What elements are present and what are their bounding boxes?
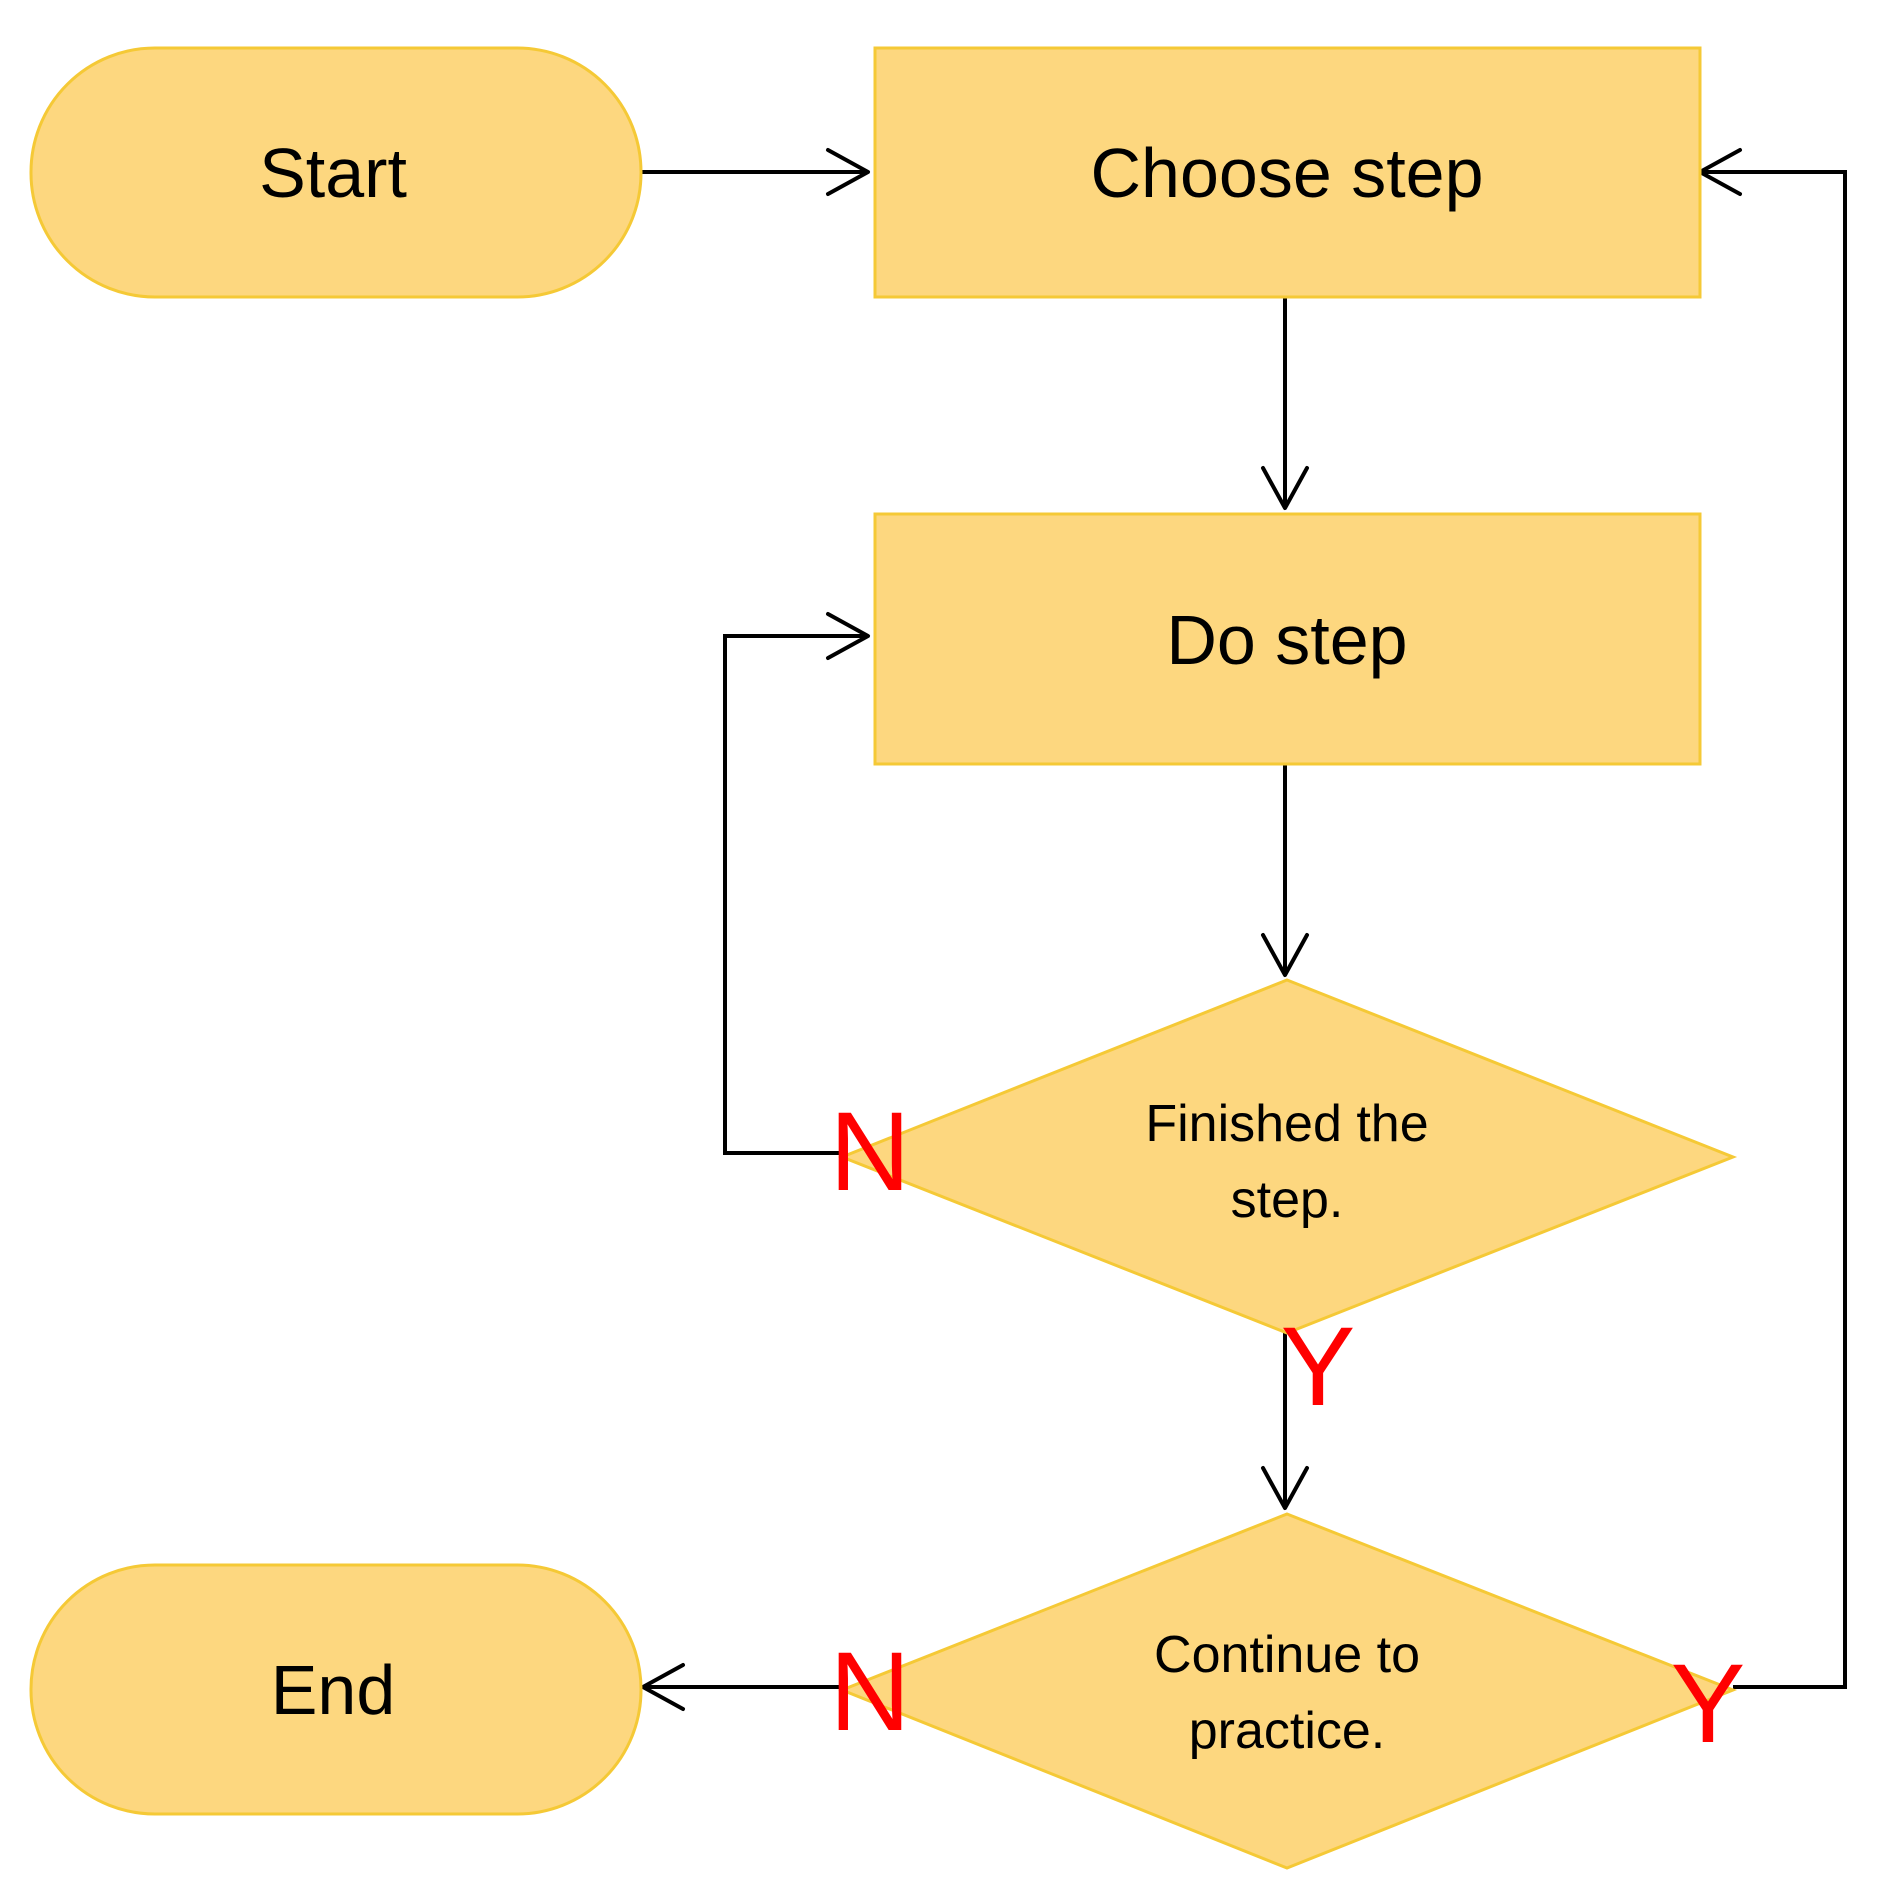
do-step-label: Do step [1166,601,1407,679]
connector-finished-no-loop [723,634,868,1155]
finished-decision-line1: Finished the [1145,1095,1428,1153]
start-label: Start [259,134,407,212]
finished-decision-line2: step. [1231,1171,1344,1229]
end-label: End [271,1651,396,1729]
do-step-node: Do step [873,512,1702,766]
finished-yes-label: Y [1281,1304,1356,1429]
start-node: Start [29,46,643,299]
arrowhead-end [641,1663,685,1711]
continue-decision-line2: practice. [1189,1702,1386,1760]
connectors [640,148,1847,1711]
end-node: End [29,1563,643,1816]
arrowhead-continue [1261,1466,1309,1510]
continue-decision-node: Continue to practice. [837,1512,1738,1870]
branch-labels: N Y N Y [830,1089,1746,1766]
connector-continue-yes-loop [1700,170,1847,1689]
continue-no-label: N [830,1629,911,1754]
arrowhead-choose-step [826,148,870,196]
choose-step-node: Choose step [873,46,1702,299]
arrowhead-do-step-loop [826,612,870,660]
finished-decision-node: Finished the step. [837,978,1738,1335]
continue-yes-label: Y [1671,1641,1746,1766]
arrowhead-finished [1261,933,1309,977]
arrowhead-do-step [1261,466,1309,510]
continue-decision-line1: Continue to [1154,1626,1420,1684]
finished-no-label: N [830,1089,911,1214]
choose-step-label: Choose step [1090,134,1483,212]
